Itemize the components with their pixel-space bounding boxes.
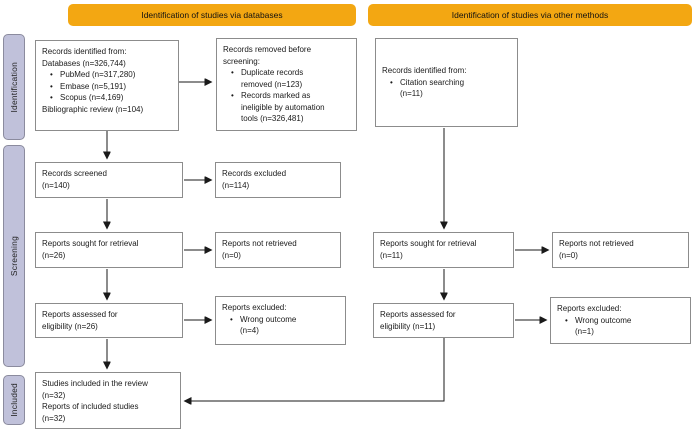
bullet-item: • Duplicate records removed (n=123) xyxy=(223,67,350,90)
records-identified-databases-box: Records identified from: Databases (n=32… xyxy=(35,40,179,131)
bullet-text: Scopus (n=4,169) xyxy=(60,93,124,102)
reports-sought-databases-box: Reports sought for retrieval (n=26) xyxy=(35,232,183,268)
header-databases-label: Identification of studies via databases xyxy=(141,10,283,20)
box-line: Reports excluded: xyxy=(222,303,287,312)
records-identified-other-box: Records identified from: • Citation sear… xyxy=(375,38,518,127)
bullet-item: • Wrong outcome (n=1) xyxy=(557,315,684,338)
reports-not-retrieved-databases-box: Reports not retrieved (n=0) xyxy=(215,232,341,268)
box-line: Reports sought for retrieval xyxy=(380,239,477,248)
reports-assessed-other-box: Reports assessed for eligibility (n=11) xyxy=(373,303,514,338)
reports-excluded-databases-box: Reports excluded: • Wrong outcome (n=4) xyxy=(215,296,346,345)
bullet-dot: • xyxy=(565,315,568,325)
records-screened-box: Records screened (n=140) xyxy=(35,162,183,198)
box-line: Records removed before screening: xyxy=(223,45,312,66)
bullet-item: • Wrong outcome (n=4) xyxy=(222,314,339,337)
bullet-dot: • xyxy=(231,68,234,77)
stage-identification-label: Identification xyxy=(9,61,19,113)
stage-included: Included xyxy=(3,375,25,425)
bullet-item: • PubMed (n=317,280) xyxy=(42,69,172,81)
box-line: Databases (n=326,744) xyxy=(42,58,126,68)
reports-sought-other-box: Reports sought for retrieval (n=11) xyxy=(373,232,514,268)
bullet-text: Citation searching (n=11) xyxy=(400,77,465,99)
box-line: (n=32) xyxy=(42,390,66,400)
box-line: (n=0) xyxy=(222,250,241,260)
stage-screening: Screening xyxy=(3,145,25,367)
box-line: Reports of included studies xyxy=(42,402,139,411)
bullet-text: Duplicate records removed (n=123) xyxy=(241,68,304,89)
bullet-dot: • xyxy=(50,81,53,91)
bullet-text: Wrong outcome (n=4) xyxy=(240,314,297,336)
box-line: Reports assessed for xyxy=(42,310,118,319)
box-line: (n=26) xyxy=(42,250,66,260)
box-line: (n=114) xyxy=(222,180,250,190)
box-line: Reports not retrieved xyxy=(559,239,634,248)
header-databases: Identification of studies via databases xyxy=(68,4,356,26)
box-line: Reports excluded: xyxy=(557,304,622,313)
bullet-item: • Citation searching (n=11) xyxy=(382,77,511,100)
bullet-text: PubMed (n=317,280) xyxy=(60,70,136,79)
box-line: (n=140) xyxy=(42,180,70,190)
stage-included-label: Included xyxy=(9,383,19,417)
studies-included-box: Studies included in the review (n=32) Re… xyxy=(35,372,181,429)
bullet-item: • Embase (n=5,191) xyxy=(42,81,172,93)
box-line: Studies included in the review xyxy=(42,379,148,388)
bullet-dot: • xyxy=(231,91,234,100)
records-removed-box: Records removed before screening: • Dupl… xyxy=(216,38,357,131)
box-line: (n=11) xyxy=(380,250,403,260)
header-other-methods-label: Identification of studies via other meth… xyxy=(451,10,609,20)
stage-identification: Identification xyxy=(3,34,25,140)
bullet-text: Wrong outcome (n=1) xyxy=(575,315,632,337)
box-line: eligibility (n=11) xyxy=(380,321,436,331)
box-line: Records excluded xyxy=(222,169,287,178)
box-line: Reports sought for retrieval xyxy=(42,239,139,248)
box-line: eligibility (n=26) xyxy=(42,321,98,331)
box-line: Bibliographic review (n=104) xyxy=(42,104,144,114)
box-line: Reports assessed for xyxy=(380,310,456,319)
reports-not-retrieved-other-box: Reports not retrieved (n=0) xyxy=(552,232,689,268)
reports-excluded-other-box: Reports excluded: • Wrong outcome (n=1) xyxy=(550,297,691,344)
box-line: Records screened xyxy=(42,169,107,178)
bullet-dot: • xyxy=(230,314,233,324)
box-line: (n=0) xyxy=(559,250,578,260)
bullet-text: Embase (n=5,191) xyxy=(60,81,127,91)
header-other-methods: Identification of studies via other meth… xyxy=(368,4,692,26)
box-line: (n=32) xyxy=(42,413,66,423)
bullet-item: • Records marked as ineligible by automa… xyxy=(223,90,350,125)
reports-assessed-databases-box: Reports assessed for eligibility (n=26) xyxy=(35,303,183,338)
bullet-dot: • xyxy=(390,77,393,87)
box-line: Reports not retrieved xyxy=(222,239,297,248)
bullet-item: • Scopus (n=4,169) xyxy=(42,92,172,104)
bullet-dot: • xyxy=(50,70,53,79)
bullet-text: Records marked as ineligible by automati… xyxy=(241,91,325,123)
box-line: Records identified from: xyxy=(42,47,127,56)
records-excluded-box: Records excluded (n=114) xyxy=(215,162,341,198)
box-line: Records identified from: xyxy=(382,66,467,76)
arrow-assessed-other-to-included xyxy=(185,338,445,401)
bullet-dot: • xyxy=(50,93,53,102)
stage-screening-label: Screening xyxy=(9,235,19,277)
